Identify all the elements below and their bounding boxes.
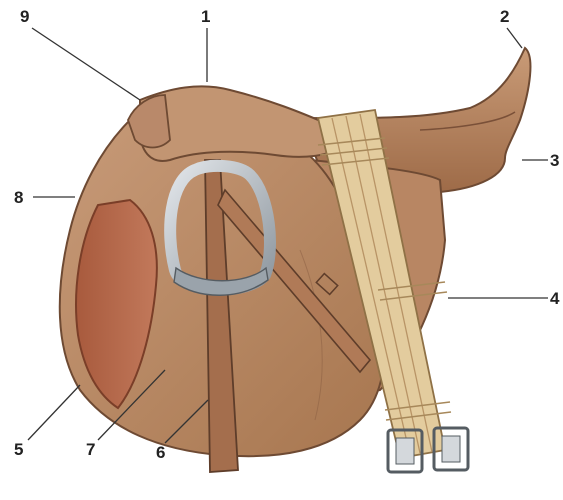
callout-7: 7 bbox=[86, 440, 95, 459]
callout-5: 5 bbox=[14, 440, 23, 459]
callout-8: 8 bbox=[14, 188, 23, 207]
pommel-seat bbox=[128, 86, 335, 161]
callout-9: 9 bbox=[20, 7, 29, 26]
callout-2: 2 bbox=[500, 7, 509, 26]
callout-1: 1 bbox=[201, 7, 210, 26]
callout-3: 3 bbox=[550, 151, 559, 170]
callout-6: 6 bbox=[156, 443, 165, 462]
callout-4: 4 bbox=[550, 289, 560, 308]
